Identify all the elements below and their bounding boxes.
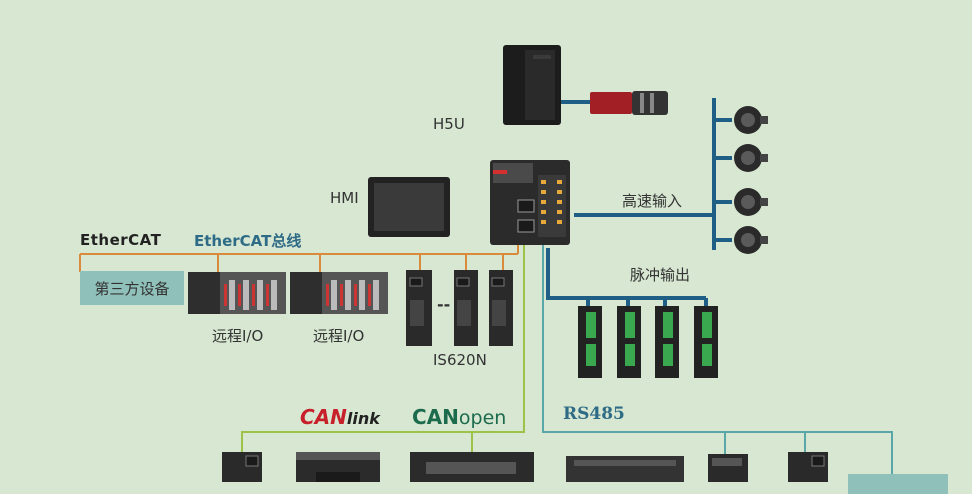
remote-io-2-label: 远程I/O — [313, 327, 365, 345]
high-speed-input-bus — [574, 98, 732, 250]
servo-drive-icon — [454, 270, 478, 346]
third-party-device-box: 第三方设备 — [80, 271, 184, 305]
ethercat-lines — [79, 227, 525, 272]
stepper-drive-icon — [578, 306, 602, 378]
canlink-link: link — [346, 409, 380, 428]
stepper-drive-icons — [578, 306, 718, 378]
encoder-icon — [734, 106, 768, 134]
stepper-drive-icon — [617, 306, 641, 378]
encoder-icon — [734, 226, 768, 254]
ethercat-bus-label: EtherCAT总线 — [194, 232, 302, 250]
remote-io-module-1-icon — [188, 272, 286, 314]
hmi-label: HMI — [330, 189, 359, 207]
is620n-label: IS620N — [433, 351, 487, 369]
ethercat-logo-cat: CAT — [128, 231, 162, 249]
encoder-icon — [734, 188, 768, 216]
canopen-logo: CANopen — [412, 405, 506, 429]
can-device-3-icon — [410, 452, 534, 482]
canopen-can: CAN — [412, 405, 459, 429]
pulse-output-label: 脉冲输出 — [630, 266, 691, 284]
remote-io-1-label: 远程I/O — [212, 327, 264, 345]
rs485-device-2-icon — [708, 454, 748, 482]
encoder-icon — [734, 144, 768, 172]
pc-tower-icon — [503, 45, 561, 125]
can-device-2-icon — [296, 452, 380, 482]
rs485-device-1-icon — [566, 456, 684, 482]
servo-drive-icons — [406, 270, 513, 346]
servo-drive-icon — [406, 270, 432, 346]
can-device-1-icon — [222, 452, 262, 482]
high-speed-input-label: 高速输入 — [622, 192, 683, 210]
hmi-panel-icon — [368, 177, 450, 237]
canopen-open: open — [458, 407, 507, 429]
ethercat-logo: EtherCAT — [80, 231, 161, 249]
remote-io-module-2-icon — [290, 272, 388, 314]
ethercat-logo-ether: Ether — [80, 231, 129, 249]
canlink-logo: CANlink — [300, 405, 380, 429]
h5u-label: H5U — [433, 115, 465, 133]
third-party-device-label: 第三方设备 — [94, 279, 170, 298]
h5u-plc-icon — [490, 160, 570, 245]
stepper-drive-icon — [655, 306, 679, 378]
ellipsis-dashes: -- — [437, 295, 451, 314]
bottom-right-device-tag — [848, 474, 948, 494]
servo-drive-icon — [489, 270, 513, 346]
stepper-drive-icon — [694, 306, 718, 378]
encoder-icons — [734, 106, 768, 254]
rs485-device-3-icon — [788, 452, 828, 482]
rs485-label: RS485 — [563, 404, 625, 424]
bottom-devices — [222, 452, 828, 482]
diagram-canvas — [79, 45, 893, 482]
canlink-can: CAN — [300, 405, 347, 429]
system-diagram: H5U HMI 高速输入 脉冲输出 EtherCAT EtherCAT总线 第三… — [79, 45, 948, 494]
industrial-camera-icon — [590, 91, 668, 115]
